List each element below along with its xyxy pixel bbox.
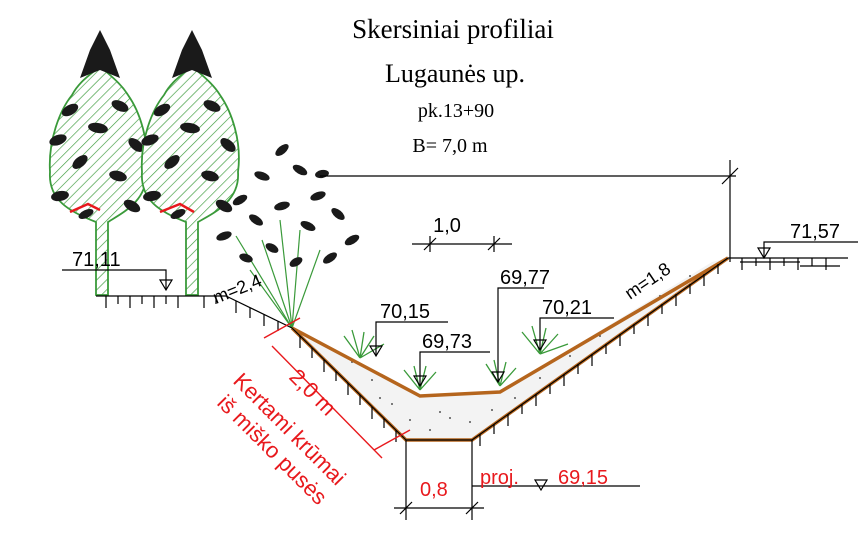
level-left-bank: 71,11	[72, 249, 121, 271]
slope-dimension	[263, 317, 411, 459]
level-triangle-icon	[158, 247, 772, 492]
title-line-2: Lugaunės up.	[385, 59, 525, 88]
level-bottom-right: 69,77	[500, 267, 550, 289]
bottom-dimension	[394, 440, 484, 520]
title-line-3: pk.13+90	[418, 100, 494, 122]
scale-label: 1,0	[433, 215, 461, 237]
title-block: Skersiniai profiliai Lugaunės up. pk.13+…	[352, 14, 554, 157]
ground-hatching	[96, 257, 848, 446]
level-markers	[62, 160, 858, 487]
level-right-mid: 70,21	[542, 297, 592, 319]
title-line-1: Skersiniai profiliai	[352, 14, 554, 44]
level-left-mid: 70,15	[380, 301, 430, 323]
tree-icon	[140, 30, 240, 296]
slope-length-label: 2,0 m	[284, 364, 341, 421]
bush-icon	[216, 144, 360, 329]
tree-icon	[48, 30, 148, 296]
proj-value: 69,15	[558, 467, 608, 489]
slope-left: m=2,4	[210, 270, 264, 307]
level-right-bank: 71,57	[790, 221, 840, 243]
title-line-4: B= 7,0 m	[412, 135, 488, 157]
proj-prefix: proj.	[480, 467, 519, 489]
level-bottom-left: 69,73	[422, 331, 472, 353]
bottom-width-label: 0,8	[420, 479, 448, 501]
